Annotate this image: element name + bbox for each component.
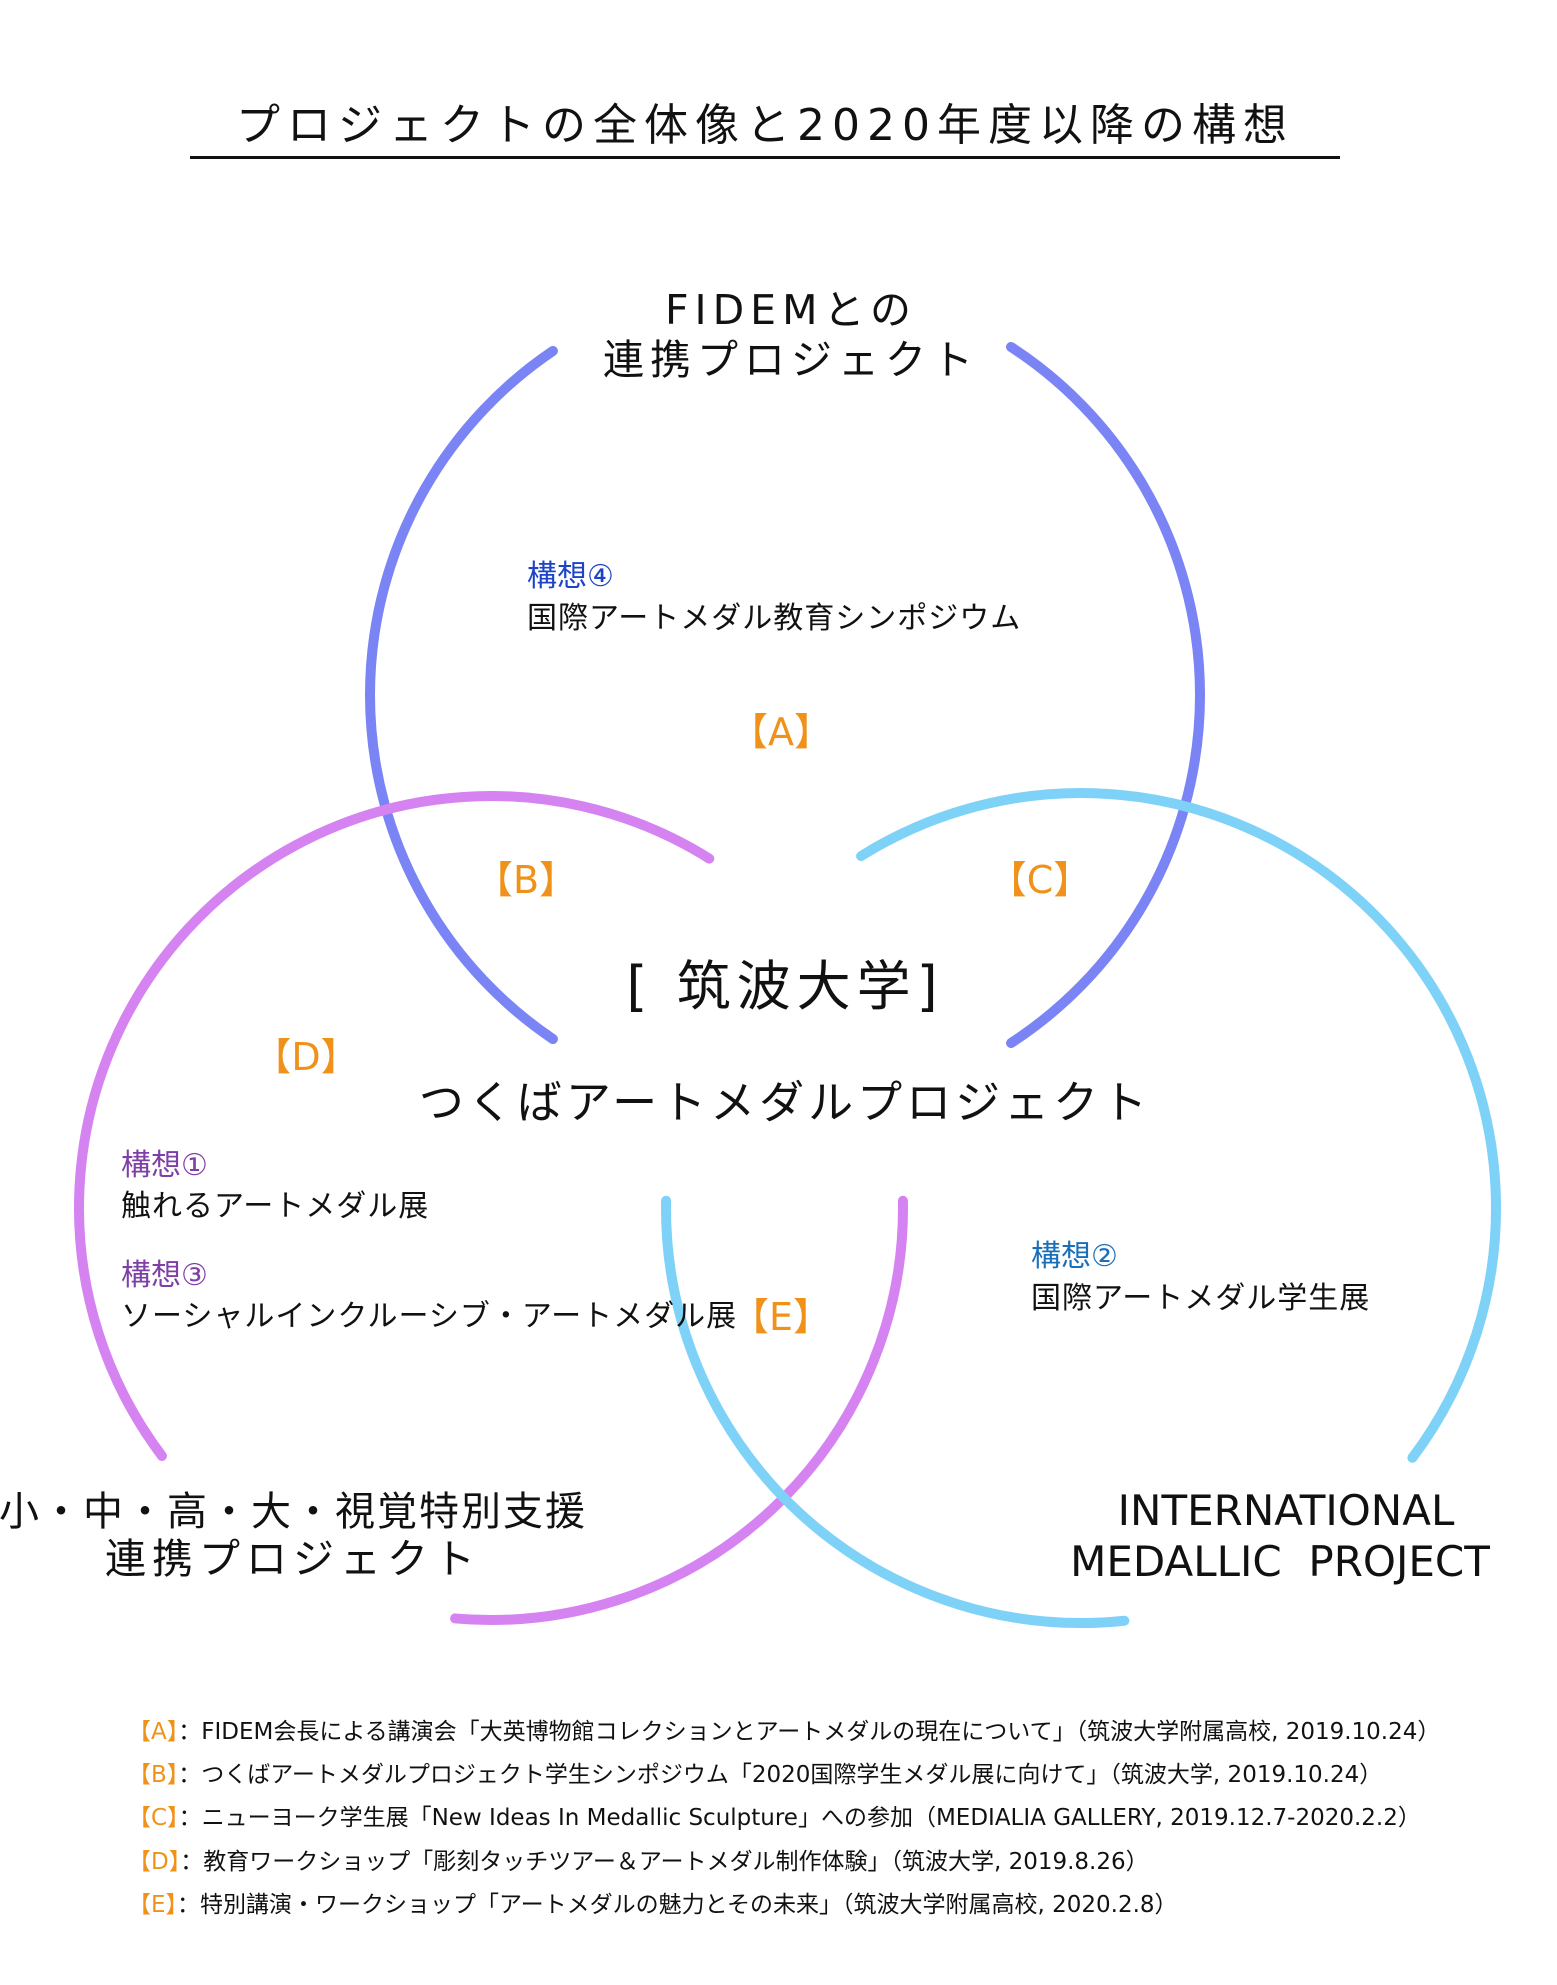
top-circle-arc-left	[365, 345, 558, 1045]
footnote-c: 【C】：ニューヨーク学生展「New Ideas In Medallic Scul…	[128, 1807, 1421, 1830]
plan-3-text: ソーシャルインクルーシブ・アートメダル展	[121, 1299, 738, 1334]
right-circle-arc-lower	[661, 1195, 1130, 1628]
footnote-text: ：FIDEM会長による講演会「大英博物館コレクションとアートメダルの現在について…	[178, 1719, 1441, 1745]
footnote-b: 【B】：つくばアートメダルプロジェクト学生シンポジウム「2020国際学生メダル展…	[128, 1764, 1382, 1787]
plan-3-label: 構想③	[121, 1258, 208, 1293]
region-b-label: 【B】	[474, 858, 578, 902]
footnote-text: ：教育ワークショップ「彫刻タッチツアー＆アートメダル制作体験」（筑波大学, 20…	[180, 1849, 1149, 1875]
footnote-text: ：特別講演・ワークショップ「アートメダルの魅力とその未来」（筑波大学附属高校, …	[177, 1892, 1178, 1918]
plan-4-text: 国際アートメダル教育シンポジウム	[527, 601, 1022, 636]
right-circle-label-line1: INTERNATIONAL	[1117, 1486, 1455, 1535]
right-circle-arc-upper	[856, 788, 1501, 1463]
footnote-label: 【A】	[128, 1719, 179, 1745]
footnote-text: ：ニューヨーク学生展「New Ideas In Medallic Sculptu…	[178, 1805, 1421, 1831]
region-a-label: 【A】	[730, 710, 832, 754]
plan-1-text: 触れるアートメダル展	[121, 1189, 430, 1224]
footnote-d: 【D】：教育ワークショップ「彫刻タッチツアー＆アートメダル制作体験」（筑波大学,…	[128, 1851, 1149, 1874]
region-e-label: 【E】	[730, 1295, 832, 1339]
plan-1-label: 構想①	[121, 1148, 208, 1183]
page-title: プロジェクトの全体像と2020年度以降の構想	[190, 104, 1340, 159]
plan-4-label: 構想④	[527, 559, 614, 594]
region-d-label: 【D】	[253, 1035, 359, 1079]
left-circle-label-line2: 連携プロジェクト	[105, 1535, 481, 1583]
footnote-label: 【C】	[128, 1805, 179, 1831]
left-circle-label-line1: 小・中・高・大・視覚特別支援	[0, 1489, 587, 1535]
plan-2-text: 国際アートメダル学生展	[1031, 1281, 1371, 1316]
footnote-label: 【E】	[128, 1892, 178, 1918]
top-circle-label-line1: FIDEMとの	[664, 286, 918, 334]
footnote-label: 【B】	[128, 1762, 179, 1788]
footnote-e: 【E】：特別講演・ワークショップ「アートメダルの魅力とその未来」（筑波大学附属高…	[128, 1894, 1178, 1917]
footnote-a: 【A】：FIDEM会長による講演会「大英博物館コレクションとアートメダルの現在に…	[128, 1721, 1440, 1744]
region-c-label: 【C】	[988, 858, 1092, 902]
plan-2-label: 構想②	[1031, 1239, 1118, 1274]
left-circle-arc-upper	[74, 791, 715, 1461]
center-subtitle: つくばアートメダルプロジェクト	[418, 1076, 1152, 1129]
right-circle-label-line2: MEDALLIC PROJECT	[1070, 1537, 1490, 1586]
top-circle-label-line2: 連携プロジェクト	[603, 336, 979, 384]
top-circle-arc-right	[1006, 341, 1205, 1049]
left-circle-arc-lower	[450, 1195, 908, 1625]
footnote-text: ：つくばアートメダルプロジェクト学生シンポジウム「2020国際学生メダル展に向け…	[178, 1762, 1383, 1788]
center-title: [ 筑波大学]	[626, 955, 944, 1018]
footnote-label: 【D】	[128, 1849, 181, 1875]
